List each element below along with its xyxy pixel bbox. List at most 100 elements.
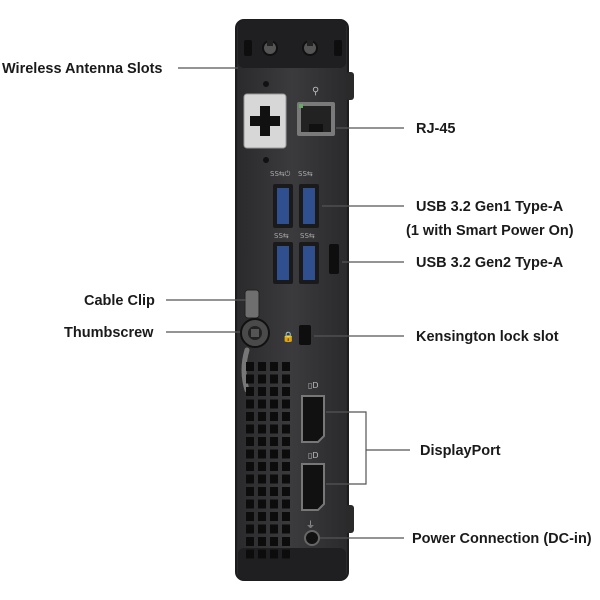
label-displayport: DisplayPort: [420, 443, 501, 459]
vent-hole: [282, 399, 290, 409]
vent-hole: [282, 537, 290, 546]
vent-hole: [270, 474, 278, 484]
vent-hole: [270, 499, 278, 509]
svg-text:SS⇆: SS⇆: [298, 170, 313, 178]
vent-hole: [246, 362, 254, 371]
vent-hole: [246, 549, 254, 559]
expansion-cover: [243, 93, 287, 149]
vent-hole: [258, 362, 266, 371]
leader-lines: [166, 67, 410, 539]
vent-hole: [282, 487, 290, 496]
vent-hole: [246, 487, 254, 496]
vent-hole: [258, 549, 266, 559]
vent-hole: [246, 462, 254, 471]
vent-hole: [282, 374, 290, 384]
vent-hole: [270, 424, 278, 434]
rj45-port: ⚲: [297, 86, 335, 136]
vent-hole: [270, 487, 278, 496]
vent-hole: [282, 412, 290, 421]
vent-hole: [258, 487, 266, 496]
vent-hole: [258, 537, 266, 546]
vent-hole: [258, 524, 266, 534]
vent-hole: [282, 424, 290, 434]
vent-hole: [246, 524, 254, 534]
vent-hole: [282, 437, 290, 446]
vent-hole: [258, 512, 266, 521]
chassis-bottom-cap: [238, 548, 346, 580]
svg-text:⚲: ⚲: [312, 86, 319, 97]
vent-hole: [246, 499, 254, 509]
vent-hole: [258, 437, 266, 446]
vent-hole: [258, 462, 266, 471]
chassis-top-cap: [238, 20, 346, 68]
vent-hole: [246, 424, 254, 434]
vent-hole: [270, 437, 278, 446]
vent-hole: [258, 449, 266, 459]
usb-gen1-ports: SS⇆⏻ SS⇆: [270, 170, 319, 228]
vent-hole: [270, 537, 278, 546]
vent-hole: [246, 512, 254, 521]
label-power: Power Connection (DC-in): [412, 531, 592, 547]
vent-hole: [246, 474, 254, 484]
label-cable-clip: Cable Clip: [84, 293, 155, 309]
vent-hole: [270, 549, 278, 559]
label-kensington: Kensington lock slot: [416, 329, 559, 345]
vent-hole: [246, 387, 254, 396]
vent-hole: [270, 362, 278, 371]
vent-hole: [258, 412, 266, 421]
kensington-slot: 🔒: [282, 325, 311, 345]
vent-hole: [270, 374, 278, 384]
vent-hole: [282, 549, 290, 559]
vent-hole: [282, 362, 290, 371]
vent-hole: [258, 424, 266, 434]
vent-hole: [246, 399, 254, 409]
vent-hole: [258, 399, 266, 409]
vent-hole: [282, 499, 290, 509]
dc-in-port: ⏚: [304, 520, 320, 546]
vent-hole: [270, 412, 278, 421]
vent-grid: [246, 362, 290, 559]
svg-text:▯D: ▯D: [308, 451, 319, 460]
svg-text:SS⇆: SS⇆: [300, 232, 315, 240]
screw-hole-top: [263, 81, 269, 87]
vent-hole: [258, 387, 266, 396]
svg-text:▯D: ▯D: [308, 381, 319, 390]
svg-text:⏚: ⏚: [306, 520, 315, 531]
vent-hole: [270, 399, 278, 409]
displayport-ports: ▯D ▯D: [301, 381, 325, 511]
label-rj45: RJ-45: [416, 121, 456, 137]
label-usb-gen2: USB 3.2 Gen2 Type-A: [416, 255, 564, 271]
vent-hole: [270, 387, 278, 396]
svg-text:SS⇆: SS⇆: [274, 232, 289, 240]
vent-hole: [270, 462, 278, 471]
svg-text:SS⇆⏻: SS⇆⏻: [270, 170, 291, 178]
label-thumbscrew: Thumbscrew: [64, 325, 154, 341]
label-usb-gen1-line1: USB 3.2 Gen1 Type-A: [416, 199, 564, 215]
vent-hole: [258, 374, 266, 384]
vent-hole: [270, 512, 278, 521]
side-latch-bottom: [346, 505, 354, 533]
vent-hole: [282, 474, 290, 484]
vent-hole: [246, 449, 254, 459]
vent-hole: [282, 512, 290, 521]
vent-hole: [246, 412, 254, 421]
vent-hole: [282, 524, 290, 534]
vent-hole: [258, 499, 266, 509]
label-usb-gen1-line2: (1 with Smart Power On): [406, 223, 574, 239]
vent-hole: [270, 449, 278, 459]
cable-clip-graphic: [241, 289, 260, 393]
screw-hole-mid: [263, 157, 269, 163]
vent-hole: [282, 449, 290, 459]
svg-text:🔒: 🔒: [282, 331, 294, 343]
vent-hole: [270, 524, 278, 534]
vent-hole: [246, 437, 254, 446]
vent-hole: [258, 474, 266, 484]
vent-hole: [282, 462, 290, 471]
thumbscrew-graphic: [240, 318, 270, 348]
label-wireless-antenna: Wireless Antenna Slots: [2, 61, 163, 77]
vent-hole: [282, 387, 290, 396]
antenna-slots: [244, 40, 342, 56]
vent-hole: [246, 374, 254, 384]
